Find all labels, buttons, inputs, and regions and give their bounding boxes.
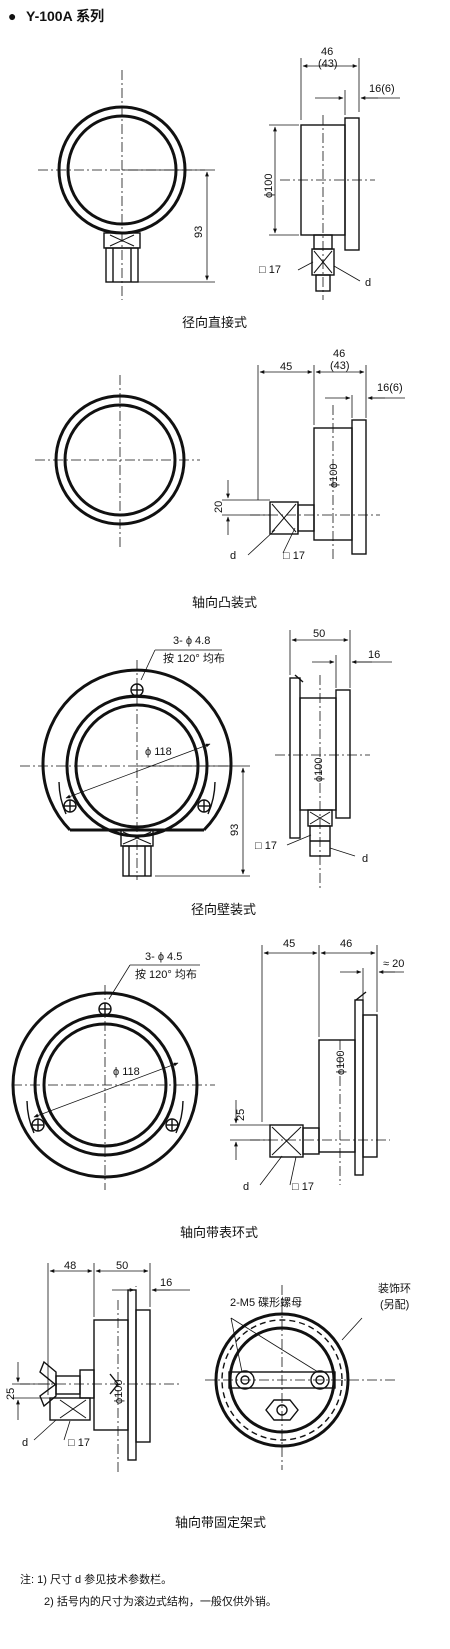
fig3-caption: 径向壁装式 [191,902,256,917]
fig4-front-view [11,964,215,1190]
fig1-phi-label: ϕ100 [263,173,275,198]
fig3-flange-dim: 16 [368,649,380,661]
fig1-front-view [38,70,215,300]
fig4-spacing-label: 按 120° 均布 [135,967,197,981]
fig2-outer-dim: 46 [333,348,345,360]
fig3-outer-dim: 50 [313,628,325,640]
fig4-side-view [230,945,404,1186]
fig1-side-view [269,58,400,300]
fig2-caption: 轴向凸装式 [192,595,257,610]
fig3-pcd-label: ϕ 118 [145,746,172,758]
fig2-length-dim: 45 [280,361,292,373]
fig1-thread-label: d [365,277,371,289]
fig5-outer-dim: 50 [116,1260,128,1272]
fig2-side-view [222,365,405,560]
fig4-phi-label: ϕ100 [335,1050,347,1075]
fig4-hex-label: □ 17 [292,1181,314,1193]
fig5-ring-note: (另配) [380,1298,409,1311]
page-title: Y-100A 系列 [26,8,104,24]
fig2-offset-label: 20 [213,501,225,513]
fig3-hex-label: □ 17 [255,840,277,852]
fig2-flange-dim: 16(6) [377,382,403,394]
fig5-nut-label: 2-M5 碟形螺母 [230,1296,302,1309]
bullet-icon: ● [8,8,16,24]
fig1-caption: 径向直接式 [182,315,247,330]
fig4-holes-label: 3- ϕ 4.5 [145,951,182,963]
fig2-front-view [35,375,200,548]
note-1: 注: 1) 尺寸 d 参见技术参数栏。 [20,1572,172,1586]
fig4-caption: 轴向带表环式 [180,1225,258,1240]
fig2-hex-label: □ 17 [283,550,305,562]
fig3-front-view [20,649,250,880]
fig1-outer-dim-alt: (43) [318,58,338,70]
fig4-pcd-label: ϕ 118 [113,1066,140,1078]
fig5-rear-view [205,1285,395,1470]
fig5-phi-label: ϕ100 [113,1379,125,1404]
fig5-offset-label: 25 [5,1388,17,1400]
fig4-length-dim: 45 [283,938,295,950]
fig5-thread-label: d [22,1437,28,1449]
fig3-thread-label: d [362,853,368,865]
fig3-holes-label: 3- ϕ 4.8 [173,635,210,647]
fig4-thread-label: d [243,1181,249,1193]
fig1-hex-label: □ 17 [259,264,281,276]
fig5-length-dim: 48 [64,1260,76,1272]
fig3-side-view [275,630,392,888]
fig1-flange-dim: 16(6) [369,83,395,95]
fig4-outer-dim: 46 [340,938,352,950]
fig4-ring-dim: ≈ 20 [383,958,404,970]
fig2-outer-dim-alt: (43) [330,360,350,372]
fig3-height-label: 93 [229,824,241,836]
fig3-phi-label: ϕ100 [313,757,325,782]
fig5-ring-label: 装饰环 [378,1281,411,1295]
fig5-hex-label: □ 17 [68,1437,90,1449]
fig1-outer-dim: 46 [321,46,333,58]
fig1-height-label: 93 [193,226,205,238]
fig5-flange-dim: 16 [160,1277,172,1289]
fig5-side-view [12,1263,190,1475]
fig3-spacing-label: 按 120° 均布 [163,651,225,665]
fig4-offset-label: 25 [235,1109,247,1121]
fig5-caption: 轴向带固定架式 [175,1515,266,1530]
fig2-phi-label: ϕ100 [328,463,340,488]
fig2-thread-label: d [230,550,236,562]
note-2: 2) 括号内的尺寸为滚边式结构，一般仅供外销。 [44,1594,277,1608]
